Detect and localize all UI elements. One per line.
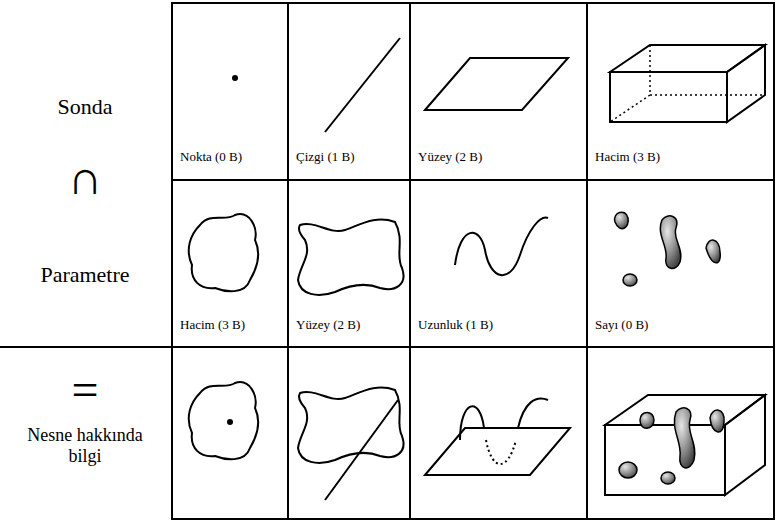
cell-caption: Hacim (3 B) bbox=[180, 318, 285, 333]
table-grid bbox=[0, 3, 774, 519]
row-heading: Sonda bbox=[0, 94, 170, 119]
volume-probe bbox=[610, 45, 765, 122]
cell-caption: Çizgi (1 B) bbox=[296, 150, 406, 165]
equals-symbol: = bbox=[0, 362, 170, 417]
line-probe bbox=[325, 38, 400, 132]
intersection-symbol: ∩ bbox=[0, 150, 170, 205]
cell-caption: Sayı (0 B) bbox=[595, 318, 770, 333]
cell-caption: Hacim (3 B) bbox=[595, 150, 770, 165]
row-heading: Nesne hakkında bilgi bbox=[20, 425, 150, 466]
point-in-volume bbox=[189, 382, 258, 459]
particles-in-volume bbox=[605, 395, 765, 495]
curve-through-plane bbox=[425, 398, 570, 475]
count-particles bbox=[615, 212, 721, 286]
point-probe bbox=[232, 75, 238, 81]
cell-caption: Yüzey (2 B) bbox=[418, 150, 583, 165]
cell-caption: Uzunluk (1 B) bbox=[418, 318, 583, 333]
line-through-surface bbox=[298, 388, 403, 500]
volume-blob bbox=[189, 214, 258, 291]
length-curve bbox=[455, 218, 548, 276]
surface-sheet bbox=[298, 220, 403, 295]
cell-caption: Nokta (0 B) bbox=[180, 150, 285, 165]
row-heading: Parametre bbox=[0, 262, 170, 287]
cell-caption: Yüzey (2 B) bbox=[296, 318, 406, 333]
surface-probe bbox=[425, 58, 568, 110]
